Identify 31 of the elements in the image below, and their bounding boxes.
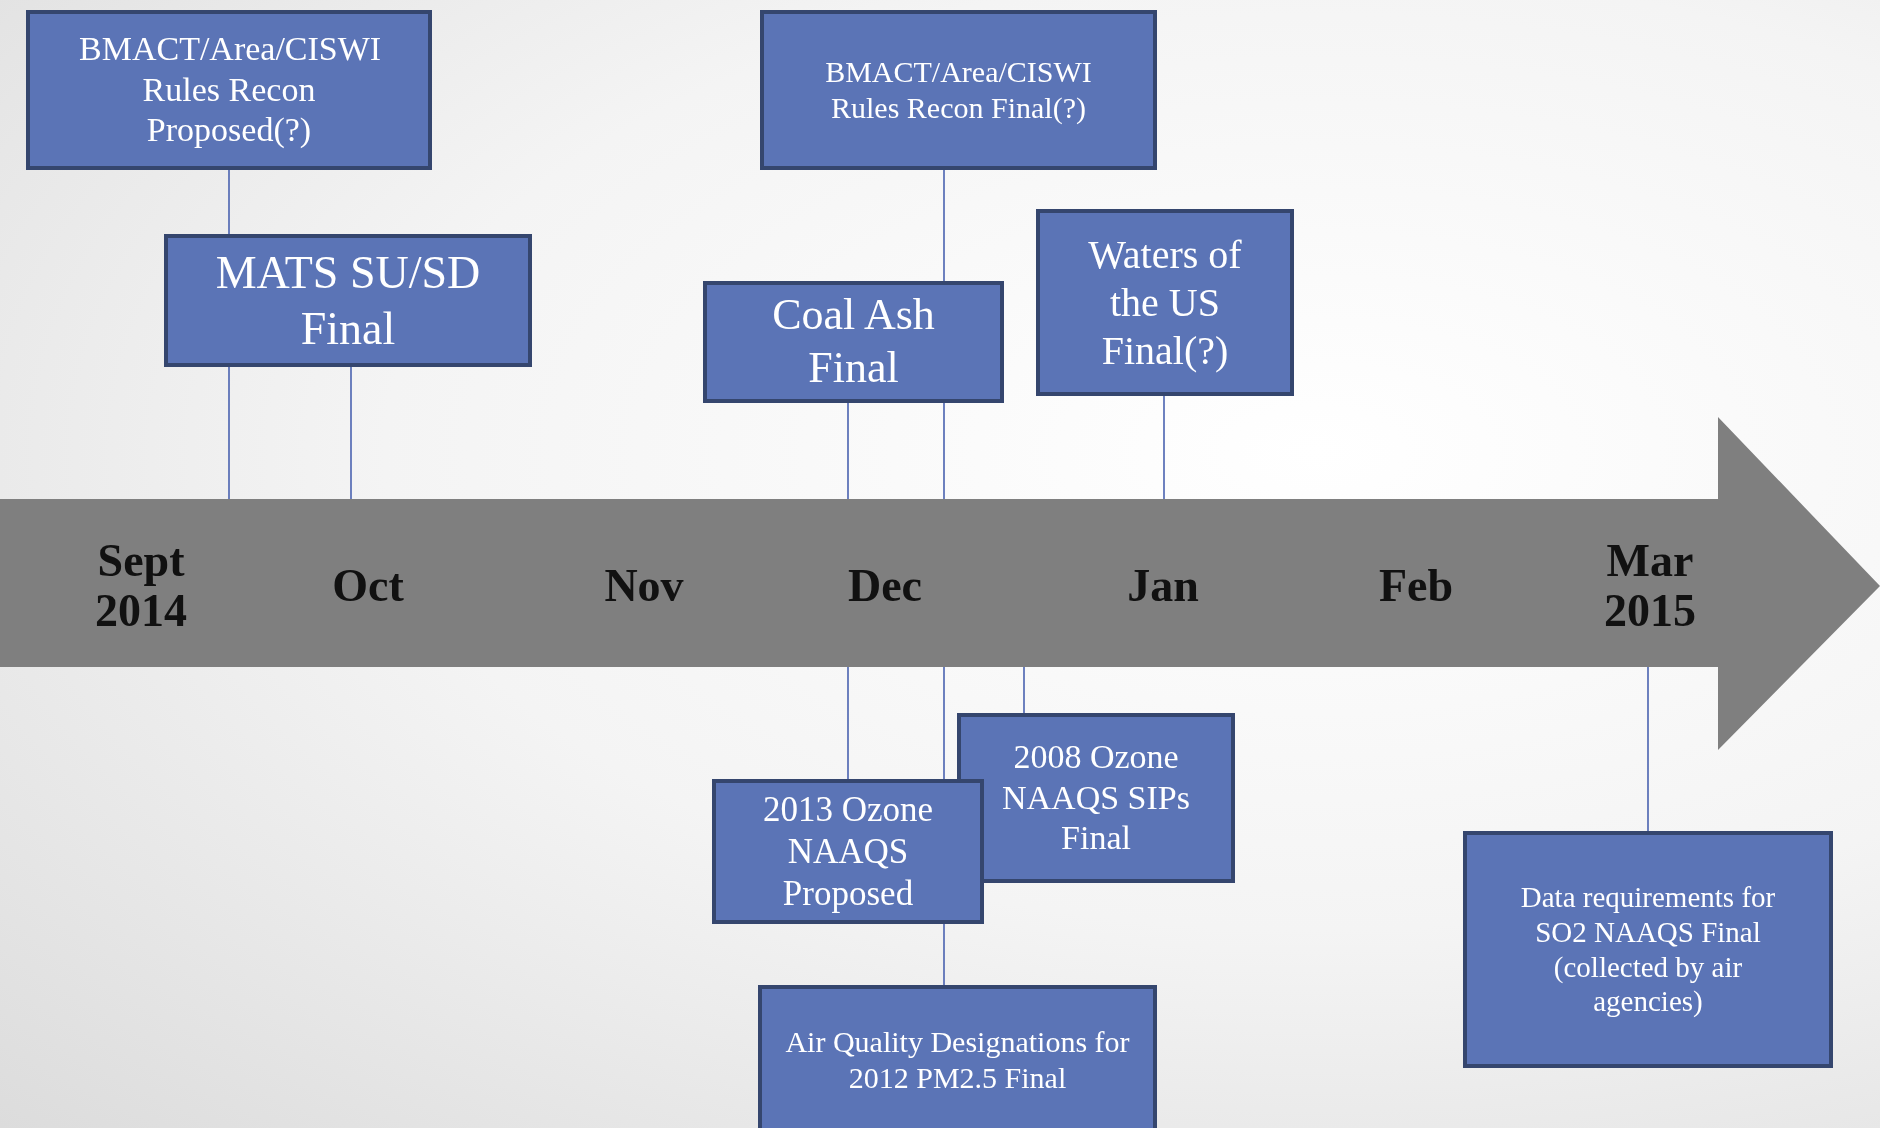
event-box bbox=[1463, 831, 1833, 1068]
event-label: MATS SU/SD Final bbox=[214, 246, 482, 356]
month-label: Feb bbox=[1377, 560, 1455, 612]
month-label: Oct bbox=[331, 560, 405, 612]
event-box bbox=[758, 985, 1157, 1128]
event-box bbox=[164, 234, 532, 367]
leader-line bbox=[847, 666, 849, 780]
leader-line bbox=[1163, 395, 1165, 500]
event-label: Waters of the US Final(?) bbox=[1087, 230, 1243, 375]
event-box bbox=[703, 281, 1004, 403]
event-label: Coal Ash Final bbox=[771, 289, 936, 394]
month-label: Sept 2014 bbox=[94, 535, 188, 637]
event-label: Data requirements for SO2 NAAQS Final (collected by air agencies) bbox=[1519, 879, 1777, 1020]
event-label: 2013 Ozone NAAQS Proposed bbox=[761, 788, 935, 915]
month-label: Mar 2015 bbox=[1603, 535, 1697, 637]
event-box bbox=[957, 713, 1235, 883]
event-box bbox=[1036, 209, 1294, 396]
event-box bbox=[712, 779, 984, 924]
month-label: Nov bbox=[603, 560, 685, 612]
month-label: Dec bbox=[846, 560, 924, 612]
event-label: BMACT/Area/CISWI Rules Recon Final(?) bbox=[824, 54, 1093, 126]
leader-line bbox=[847, 401, 849, 500]
event-box bbox=[760, 10, 1157, 170]
leader-line bbox=[1647, 666, 1649, 832]
leader-line bbox=[350, 366, 352, 500]
event-box bbox=[26, 10, 432, 170]
event-label: BMACT/Area/CISWI Rules Recon Proposed(?) bbox=[79, 28, 379, 151]
leader-line bbox=[1023, 666, 1025, 714]
event-label: 2008 Ozone NAAQS SIPs Final bbox=[1001, 736, 1191, 859]
event-label: Air Quality Designations for 2012 PM2.5 Final bbox=[785, 1024, 1130, 1096]
month-label: Jan bbox=[1126, 560, 1200, 612]
